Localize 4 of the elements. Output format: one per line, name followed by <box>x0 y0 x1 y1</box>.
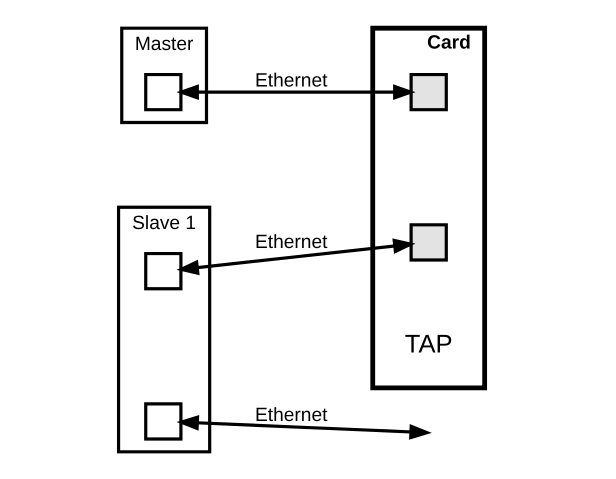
edge-label: Ethernet <box>254 70 328 92</box>
edge-label: Ethernet <box>254 404 328 426</box>
edge-label: Ethernet <box>254 232 328 253</box>
label: TAP <box>404 330 453 358</box>
